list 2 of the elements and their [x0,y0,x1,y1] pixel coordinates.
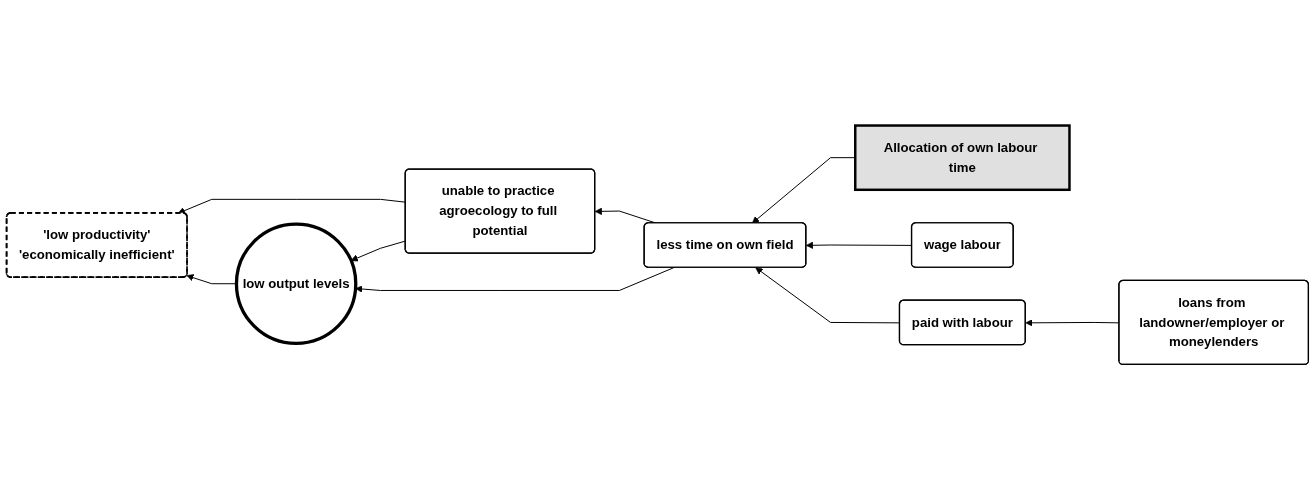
node-box: Allocation of own labour time [854,124,1071,192]
node-circle: low output levels [234,222,358,345]
